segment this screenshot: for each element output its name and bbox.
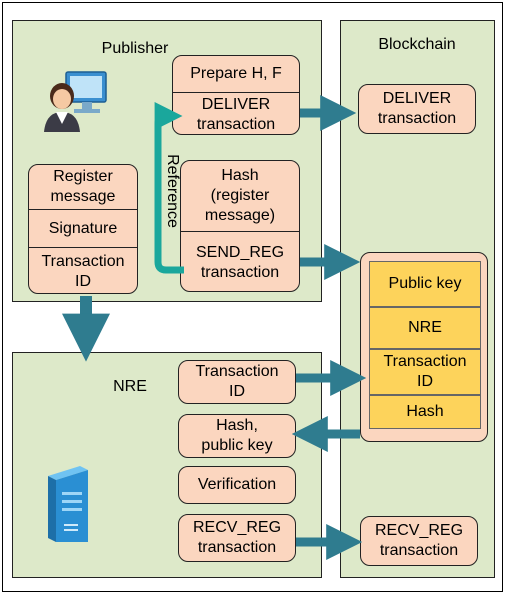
record-transaction-id: Transaction ID (369, 349, 481, 395)
signature: Signature (29, 209, 137, 247)
register-stack: Register message Signature Transaction I… (28, 164, 138, 294)
blockchain-recv-reg-transaction: RECV_REG transaction (360, 516, 478, 566)
prepare-label: Prepare H, F (190, 65, 282, 82)
hash-sendreg-stack: Hash (register message) SEND_REG transac… (180, 160, 300, 292)
diagram-frame (2, 2, 503, 592)
record-public-key: Public key (369, 261, 481, 307)
send-reg-transaction: SEND_REG transaction (181, 231, 299, 291)
publisher-transaction-id: Transaction ID (29, 247, 137, 293)
blockchain-title: Blockchain (378, 36, 456, 53)
record-hash: Hash (369, 395, 481, 429)
register-message: Register message (50, 168, 116, 205)
publisher-title: Publisher (101, 40, 169, 57)
blockchain-deliver-transaction: DELIVER transaction (358, 84, 476, 134)
reference-label: Reference (164, 154, 181, 228)
record-nre: NRE (369, 307, 481, 349)
publisher-deliver-transaction: DELIVER transaction (173, 92, 299, 134)
nre-recv-reg-transaction: RECV_REG transaction (178, 514, 296, 562)
blockchain-record: Public key NRE Transaction ID Hash (360, 252, 488, 442)
hash-register-message: Hash (register message) (204, 167, 276, 224)
nre-transaction-id: Transaction ID (178, 360, 296, 404)
nre-title: NRE (113, 378, 147, 395)
nre-hash-public-key: Hash, public key (178, 414, 296, 458)
nre-verification: Verification (178, 466, 296, 504)
prepare-deliver-stack: Prepare H, F DELIVER transaction (172, 55, 300, 135)
